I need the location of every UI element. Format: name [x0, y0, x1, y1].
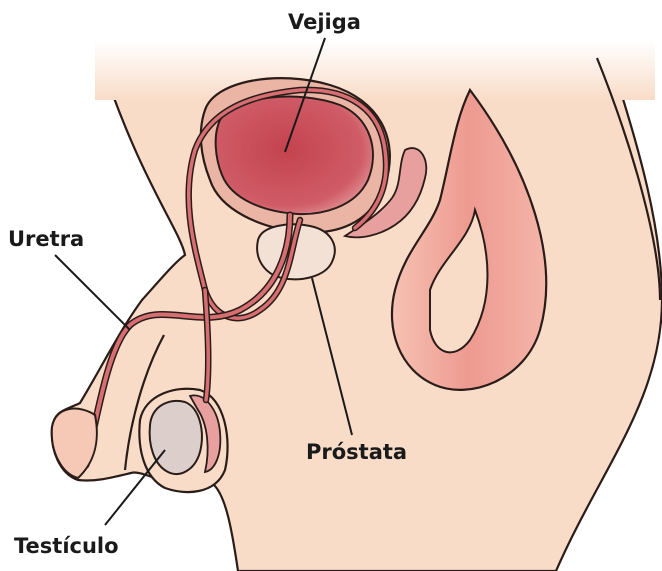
label-prostate: Próstata — [306, 442, 407, 463]
testicle — [150, 401, 202, 474]
label-testicle: Testículo — [14, 536, 119, 557]
bladder — [216, 97, 373, 215]
label-bladder: Vejiga — [288, 12, 361, 33]
leader-urethra — [55, 255, 130, 330]
label-urethra: Uretra — [8, 229, 84, 250]
top-fade — [95, 40, 655, 100]
